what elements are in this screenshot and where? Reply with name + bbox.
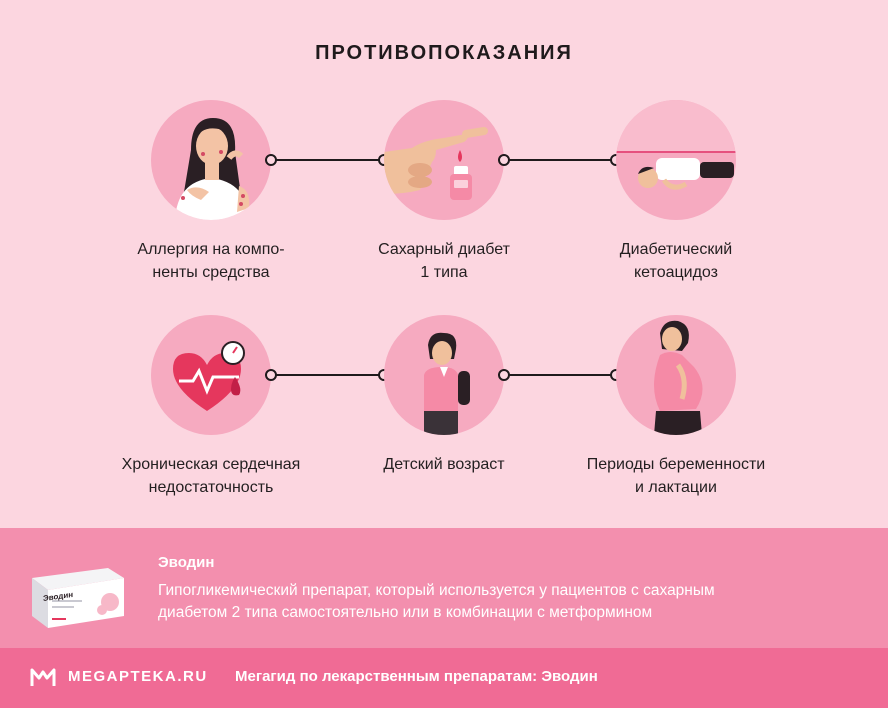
footer-caption: Мегагид по лекарственным препаратам: Эво…	[235, 668, 598, 685]
finger-prick-glucometer-icon	[384, 100, 504, 220]
connector-line	[265, 369, 390, 381]
label-ketoacidosis: Диабетический кетоацидоз	[619, 241, 733, 281]
label-heart-failure: Хроническая сердечная недостаточность	[121, 456, 301, 496]
product-info-band: Эводин Эводин Гипогликемический препарат…	[0, 528, 888, 648]
contraindications-row-1: Аллергия на компо- ненты средства Сахарн…	[0, 100, 888, 281]
label-type1-diabetes: Сахарный диабет 1 типа	[378, 241, 510, 281]
product-name: Эводин	[158, 554, 215, 571]
medicine-pack-icon: Эводин	[28, 548, 128, 630]
label-pregnancy: Периоды беременности и лактации	[586, 456, 766, 496]
pregnant-woman-icon	[616, 315, 736, 435]
allergy-woman-icon	[151, 100, 271, 220]
megapteka-logo-icon	[30, 668, 56, 686]
page-title: ПРОТИВОПОКАЗАНИЯ	[315, 42, 573, 64]
brand-name: MEGAPTEKA.RU	[68, 668, 208, 685]
label-childhood: Детский возраст	[383, 456, 505, 473]
contraindications-row-2: Хроническая сердечная недостаточность Де…	[0, 315, 888, 496]
label-allergy: Аллергия на компо- ненты средства	[137, 241, 285, 281]
lying-man-icon	[616, 100, 736, 220]
connector-line	[498, 369, 622, 381]
connector-line	[498, 154, 622, 166]
heart-pulse-icon	[151, 315, 271, 435]
schoolboy-icon	[384, 315, 504, 435]
connector-line	[265, 154, 390, 166]
product-description: Гипогликемический препарат, который испо…	[158, 582, 715, 621]
footer-band: MEGAPTEKA.RU Мегагид по лекарственным пр…	[0, 648, 888, 708]
